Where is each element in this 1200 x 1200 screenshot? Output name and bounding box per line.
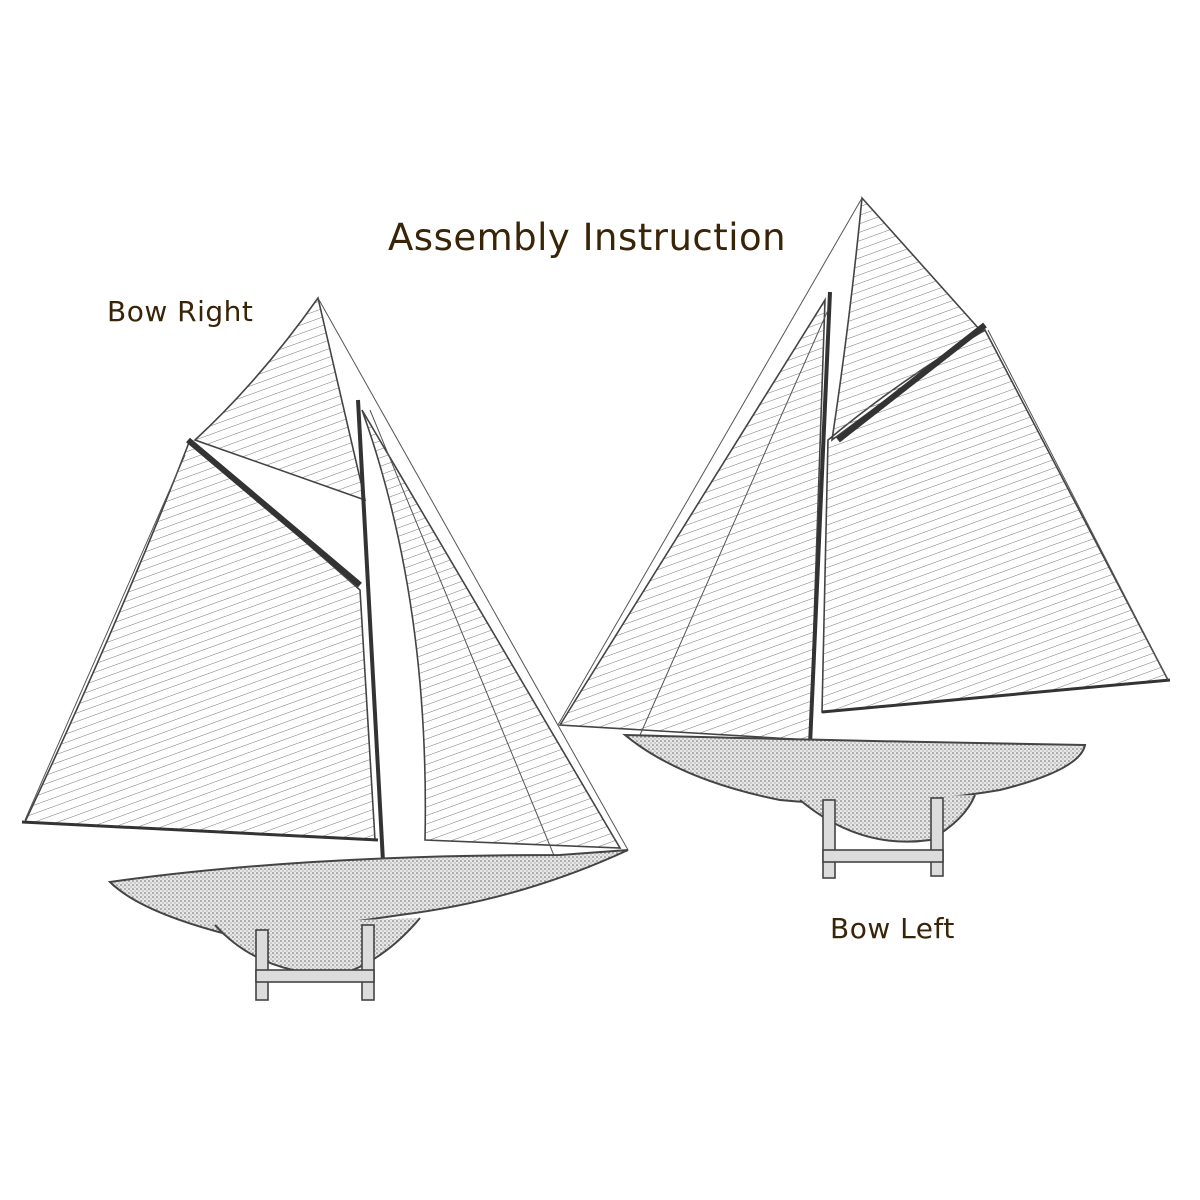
stand bbox=[822, 799, 836, 879]
mast bbox=[808, 291, 832, 746]
page-title: Assembly Instruction bbox=[388, 216, 787, 259]
bow-right-label: Bow Right bbox=[107, 295, 254, 328]
mast bbox=[356, 399, 386, 881]
gaff bbox=[186, 437, 362, 588]
boom bbox=[821, 678, 1171, 714]
bow-left-boat bbox=[557, 196, 1171, 879]
headsail bbox=[558, 297, 826, 741]
hull bbox=[107, 849, 629, 937]
hull bbox=[622, 733, 1087, 805]
bow-left-label: Bow Left bbox=[830, 912, 955, 945]
keel bbox=[214, 917, 421, 977]
mainsail bbox=[23, 438, 376, 841]
boom bbox=[21, 820, 379, 842]
bow-right-boat bbox=[21, 296, 629, 1001]
stand bbox=[255, 929, 269, 1001]
topsail bbox=[830, 196, 982, 442]
headsail bbox=[361, 409, 622, 849]
topsail bbox=[193, 296, 367, 502]
gaff bbox=[836, 322, 987, 443]
